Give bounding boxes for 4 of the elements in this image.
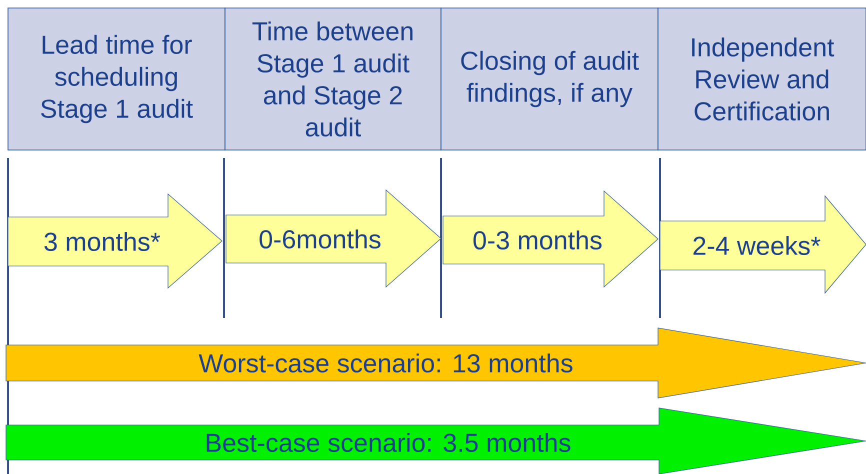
- header-box: Lead time for scheduling Stage 1 audit: [8, 8, 226, 150]
- header-box: Time between Stage 1 audit and Stage 2 audit: [224, 8, 442, 150]
- header-box: Independent Review and Certification: [658, 8, 866, 150]
- header-box: Closing of audit findings, if any: [440, 8, 658, 150]
